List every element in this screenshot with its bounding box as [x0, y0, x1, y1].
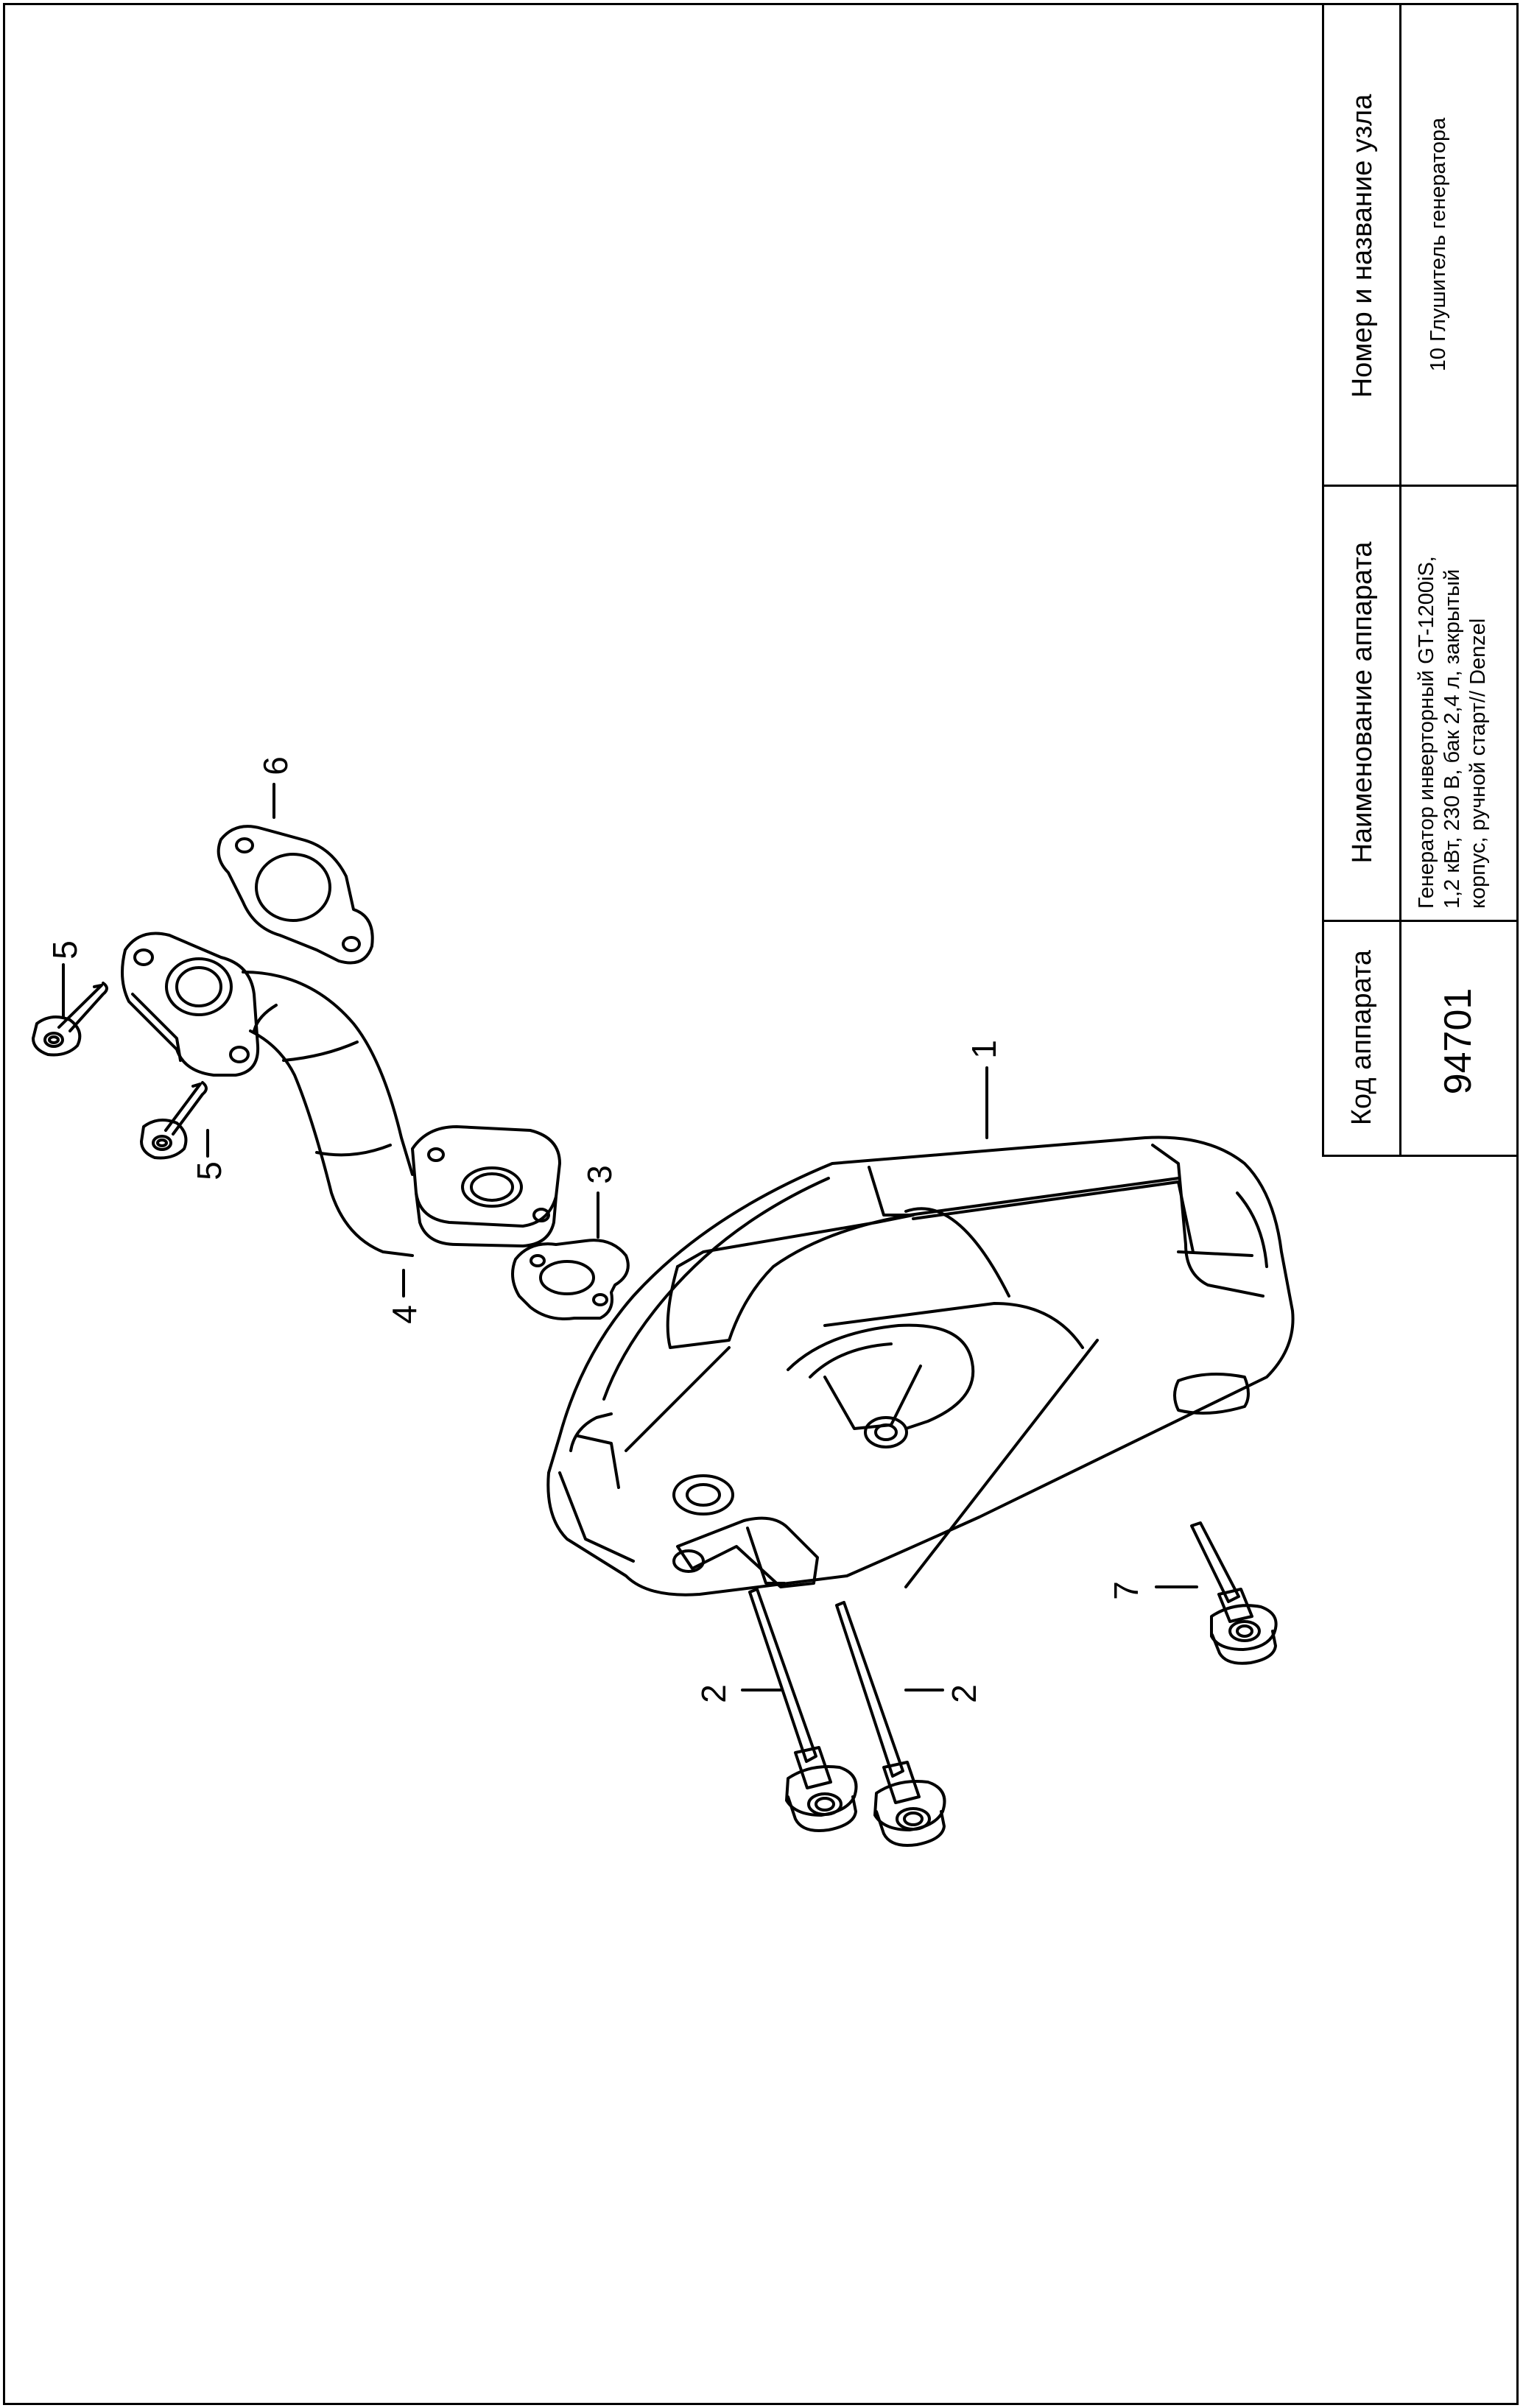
callout-7: 7 [1107, 1581, 1145, 1600]
callout-2a: 2 [694, 1684, 733, 1703]
muffler-body [546, 1136, 1295, 1596]
callout-6: 6 [256, 756, 295, 775]
callout-2b: 2 [945, 1684, 983, 1703]
long-bolt-left [748, 1588, 858, 1832]
callout-1: 1 [965, 1040, 1003, 1059]
callout-5b: 5 [190, 1161, 228, 1180]
flange-bolt-upper [32, 982, 108, 1057]
long-bolt-right [835, 1601, 946, 1847]
gasket-large [217, 825, 374, 965]
callout-3: 3 [580, 1165, 619, 1184]
short-bolt [1190, 1521, 1278, 1665]
title-block: Код аппарата Наименование аппарата Номер… [1322, 3, 1519, 1157]
gasket-small [511, 1239, 630, 1320]
callout-4: 4 [385, 1305, 423, 1324]
flange-bolt-lower [140, 1081, 208, 1160]
exhaust-pipe [121, 932, 561, 1257]
drawing-frame [3, 3, 1519, 2405]
callout-5a: 5 [46, 940, 84, 960]
